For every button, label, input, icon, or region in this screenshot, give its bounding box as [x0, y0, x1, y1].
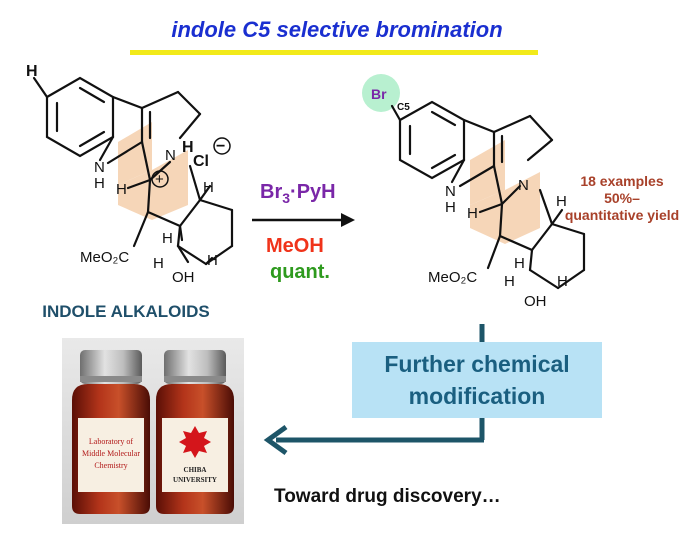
footer-text: Toward drug discovery…	[274, 486, 501, 507]
sm-h-indole: H	[94, 175, 105, 192]
chiba-logo-icon	[179, 426, 211, 458]
pr-h-right2: H	[514, 255, 525, 272]
title-underline	[130, 50, 538, 55]
sm-h-n: H	[182, 139, 194, 156]
sm-plus: +	[155, 171, 164, 188]
flow-arrowhead	[263, 424, 288, 456]
sm-cl: Cl	[193, 153, 209, 170]
sm-ring-shading-d	[118, 150, 188, 220]
yield: quant.	[270, 261, 330, 283]
pr-n-indole: N	[445, 183, 456, 200]
sm-label: INDOLE ALKALOIDS	[42, 302, 209, 321]
pr-h-indole: H	[445, 199, 456, 216]
product-c5: C5	[397, 102, 410, 113]
pr-oh: OH	[524, 293, 547, 310]
pr-ester: MeO₂C	[428, 269, 477, 286]
bottles-photo	[62, 338, 244, 524]
sm-ring-shading-c	[118, 122, 152, 185]
sm-n-indole: N	[94, 159, 105, 176]
title: indole C5 selective bromination	[171, 17, 502, 42]
starting-material-structure	[32, 76, 234, 266]
sm-ester: MeO₂C	[80, 249, 129, 266]
examples-line-2: 50%–	[604, 190, 640, 206]
further-line-2: modification	[409, 383, 546, 409]
pr-n-ring: N	[518, 177, 529, 194]
reaction-arrowhead	[341, 213, 355, 227]
sm-h-top: H	[26, 63, 38, 80]
pr-ring-shading-d	[470, 172, 540, 244]
further-box	[352, 342, 602, 418]
sm-h-left: H	[116, 181, 127, 198]
pr-h-ester: H	[504, 273, 515, 290]
sm-h-ester: H	[153, 255, 164, 272]
sm-n-plus: N	[165, 147, 176, 164]
bottle1-label-2: Middle Molecular	[82, 449, 140, 458]
further-line-1: Further chemical	[384, 351, 569, 377]
bottle2-label-2: UNIVERSITY	[173, 476, 217, 484]
br-highlight	[362, 74, 400, 112]
pr-h-right1: H	[556, 193, 567, 210]
pr-h-oh: H	[557, 273, 568, 290]
bottle1-label-1: Laboratory of	[89, 437, 134, 446]
examples-line-3: quantitative yield	[565, 207, 679, 223]
product-br: Br	[371, 86, 387, 102]
sm-plus-circle	[151, 170, 169, 188]
product-structure	[390, 100, 586, 290]
sm-minus: −	[216, 138, 225, 155]
solvent: MeOH	[266, 235, 324, 257]
pr-ring-shading-c	[470, 140, 505, 205]
sm-h-oh: H	[207, 252, 218, 269]
examples-line-1: 18 examples	[580, 173, 663, 189]
sm-h-right1: H	[203, 179, 214, 196]
bottle2-label-1: CHIBA	[184, 466, 207, 474]
bottle1-label-3: Chemistry	[94, 461, 127, 470]
reagent: Br3·PyH	[260, 181, 336, 206]
sm-oh: OH	[172, 269, 195, 286]
pr-h-left: H	[467, 205, 478, 222]
sm-minus-circle	[213, 137, 231, 155]
sm-h-right2: H	[162, 230, 173, 247]
